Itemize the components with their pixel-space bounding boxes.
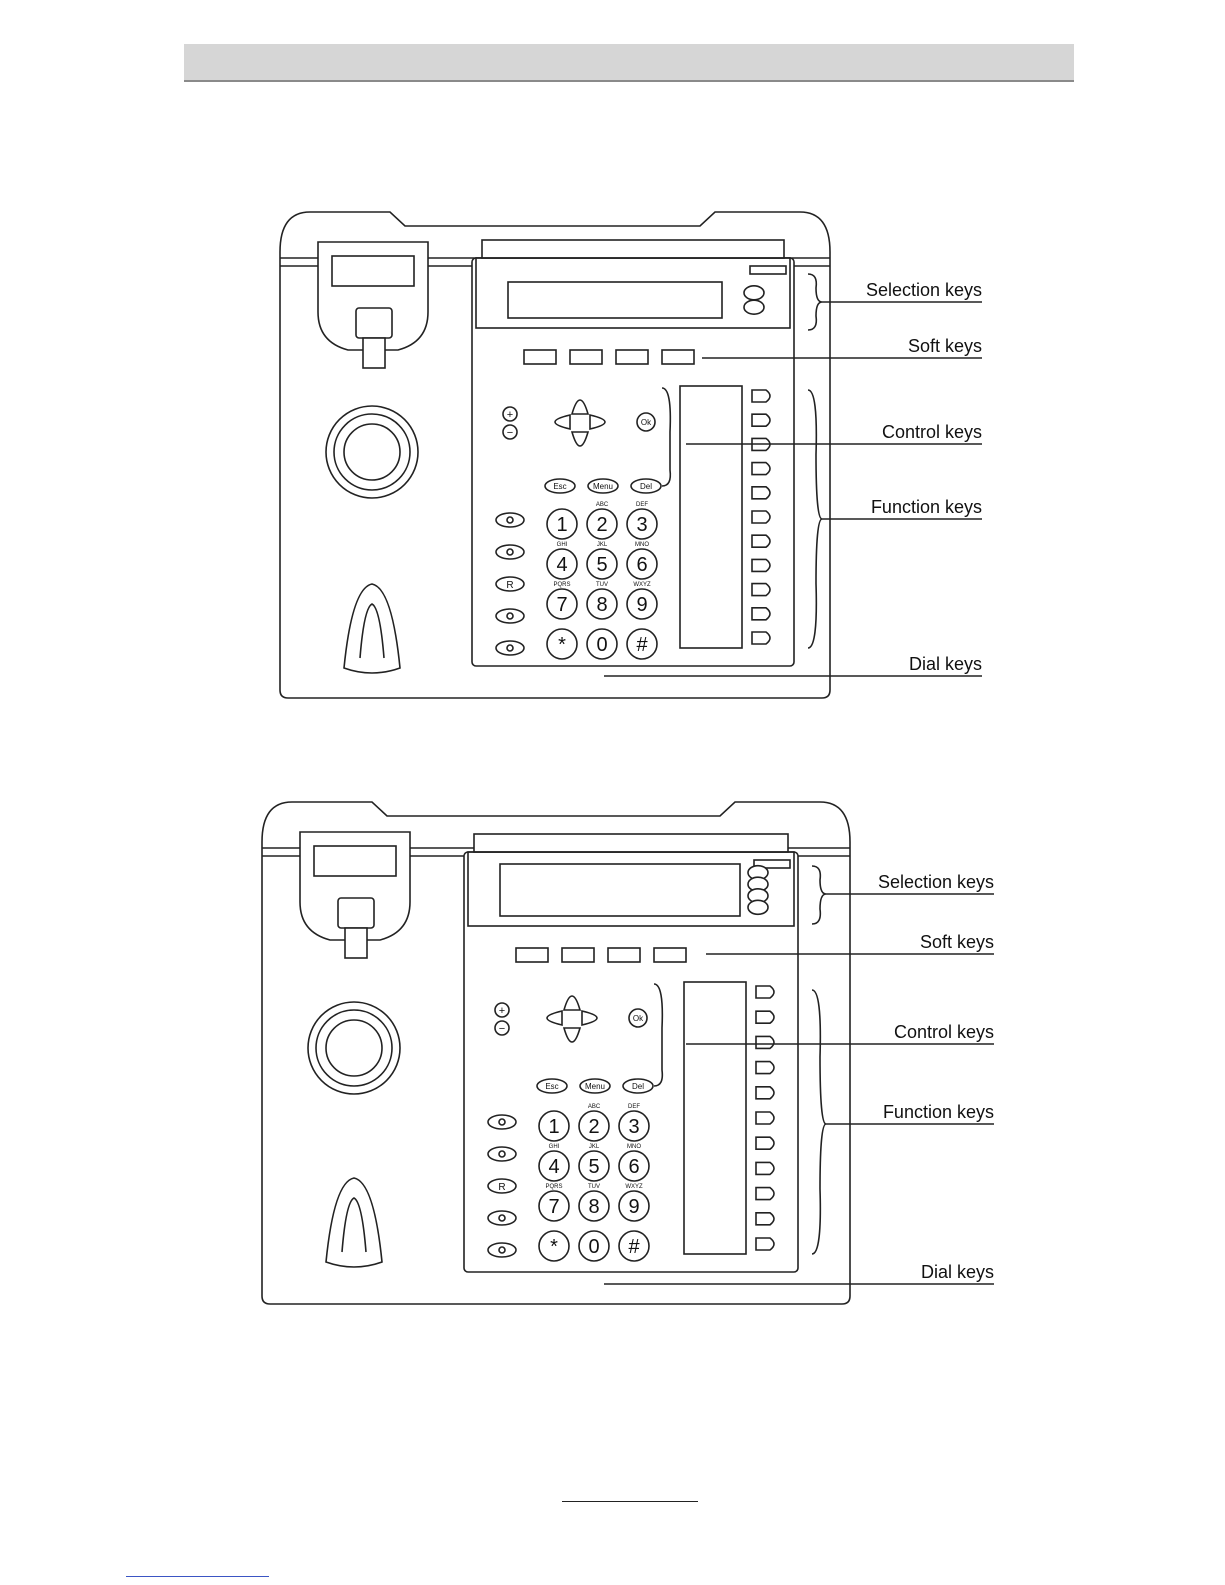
dial-key-letters-2: ABC — [588, 1104, 601, 1110]
speaker-ring-2 — [326, 1020, 382, 1076]
function-key-1 — [756, 986, 774, 998]
dial-key-letters-3: DEF — [628, 1104, 640, 1110]
dial-key-digit-10: * — [550, 1236, 558, 1258]
function-key-10 — [756, 1213, 774, 1225]
function-key-label-card — [684, 982, 746, 1254]
soft-key-3 — [608, 948, 640, 962]
dial-key-digit-6: 6 — [628, 1156, 639, 1178]
phone-body: Ok + − Esc Menu DelR 1 2 ABC 3 DEF 4 GHI 5 JKL 6 MNO 7 PQR… — [262, 802, 850, 1304]
soft-key-4 — [654, 948, 686, 962]
dial-key-digit-7: 7 — [548, 1196, 559, 1218]
function-key-9 — [756, 1188, 774, 1200]
hook-stem — [345, 928, 367, 958]
soft-key-1 — [516, 948, 548, 962]
dial-key-digit-8: 8 — [588, 1196, 599, 1218]
speaker-icon — [488, 1243, 516, 1257]
volume-plus-label: + — [499, 1005, 505, 1017]
dial-key-digit-9: 9 — [628, 1196, 639, 1218]
footer-rule — [562, 1501, 698, 1502]
dial-key-letters-8: TUV — [588, 1184, 600, 1190]
dial-key-digit-2: 2 — [588, 1116, 599, 1138]
callout-brace-selection_keys — [812, 866, 826, 924]
hook-latch — [338, 898, 374, 928]
cone-stand — [326, 1178, 382, 1267]
dial-key-letters-6: MNO — [627, 1144, 641, 1150]
phonebook-icon — [488, 1115, 516, 1129]
callout-label-control-keys: Control keys — [894, 1022, 994, 1042]
function-key-3 — [756, 1036, 774, 1048]
dial-key-digit-12: # — [628, 1236, 640, 1258]
volume-minus-label: − — [499, 1023, 505, 1035]
dial-key-digit-1: 1 — [548, 1116, 559, 1138]
panel-top-lip — [474, 834, 788, 852]
lcd-display — [500, 864, 740, 916]
function-key-8 — [756, 1162, 774, 1174]
dial-key-letters-9: WXYZ — [625, 1184, 643, 1190]
function-key-5 — [756, 1087, 774, 1099]
speaker-ring-1 — [316, 1010, 392, 1086]
del-key-label: Del — [632, 1082, 644, 1091]
dial-key-digit-5: 5 — [588, 1156, 599, 1178]
function-key-7 — [756, 1137, 774, 1149]
ok-key-label: Ok — [633, 1014, 644, 1023]
callout-label-selection-keys: Selection keys — [878, 872, 994, 892]
dial-key-digit-4: 4 — [548, 1156, 559, 1178]
selection-key-4 — [748, 900, 768, 914]
menu-key-label: Menu — [585, 1082, 605, 1091]
function-key-11 — [756, 1238, 774, 1250]
function-key-4 — [756, 1062, 774, 1074]
callout-label-dial-keys: Dial keys — [921, 1262, 994, 1282]
dial-key-digit-11: 0 — [588, 1236, 599, 1258]
r-key-label: R — [498, 1182, 505, 1193]
hook-window — [314, 846, 396, 876]
dial-key-letters-7: PQRS — [545, 1184, 562, 1190]
callout-label-soft-keys: Soft keys — [920, 932, 994, 952]
speaker-ring-0 — [308, 1002, 400, 1094]
callout-selection-keys: Selection keys — [812, 866, 994, 924]
dial-key-digit-3: 3 — [628, 1116, 639, 1138]
callout-brace-function_keys — [812, 990, 826, 1254]
conference-icon — [488, 1211, 516, 1225]
dial-key-letters-5: JKL — [589, 1144, 600, 1150]
mute-icon — [488, 1147, 516, 1161]
esc-key-label: Esc — [545, 1082, 558, 1091]
function-key-2 — [756, 1011, 774, 1023]
soft-key-2 — [562, 948, 594, 962]
callout-label-function-keys: Function keys — [883, 1102, 994, 1122]
dial-key-letters-4: GHI — [549, 1144, 560, 1150]
footer-link-underline — [126, 1576, 269, 1577]
function-key-6 — [756, 1112, 774, 1124]
